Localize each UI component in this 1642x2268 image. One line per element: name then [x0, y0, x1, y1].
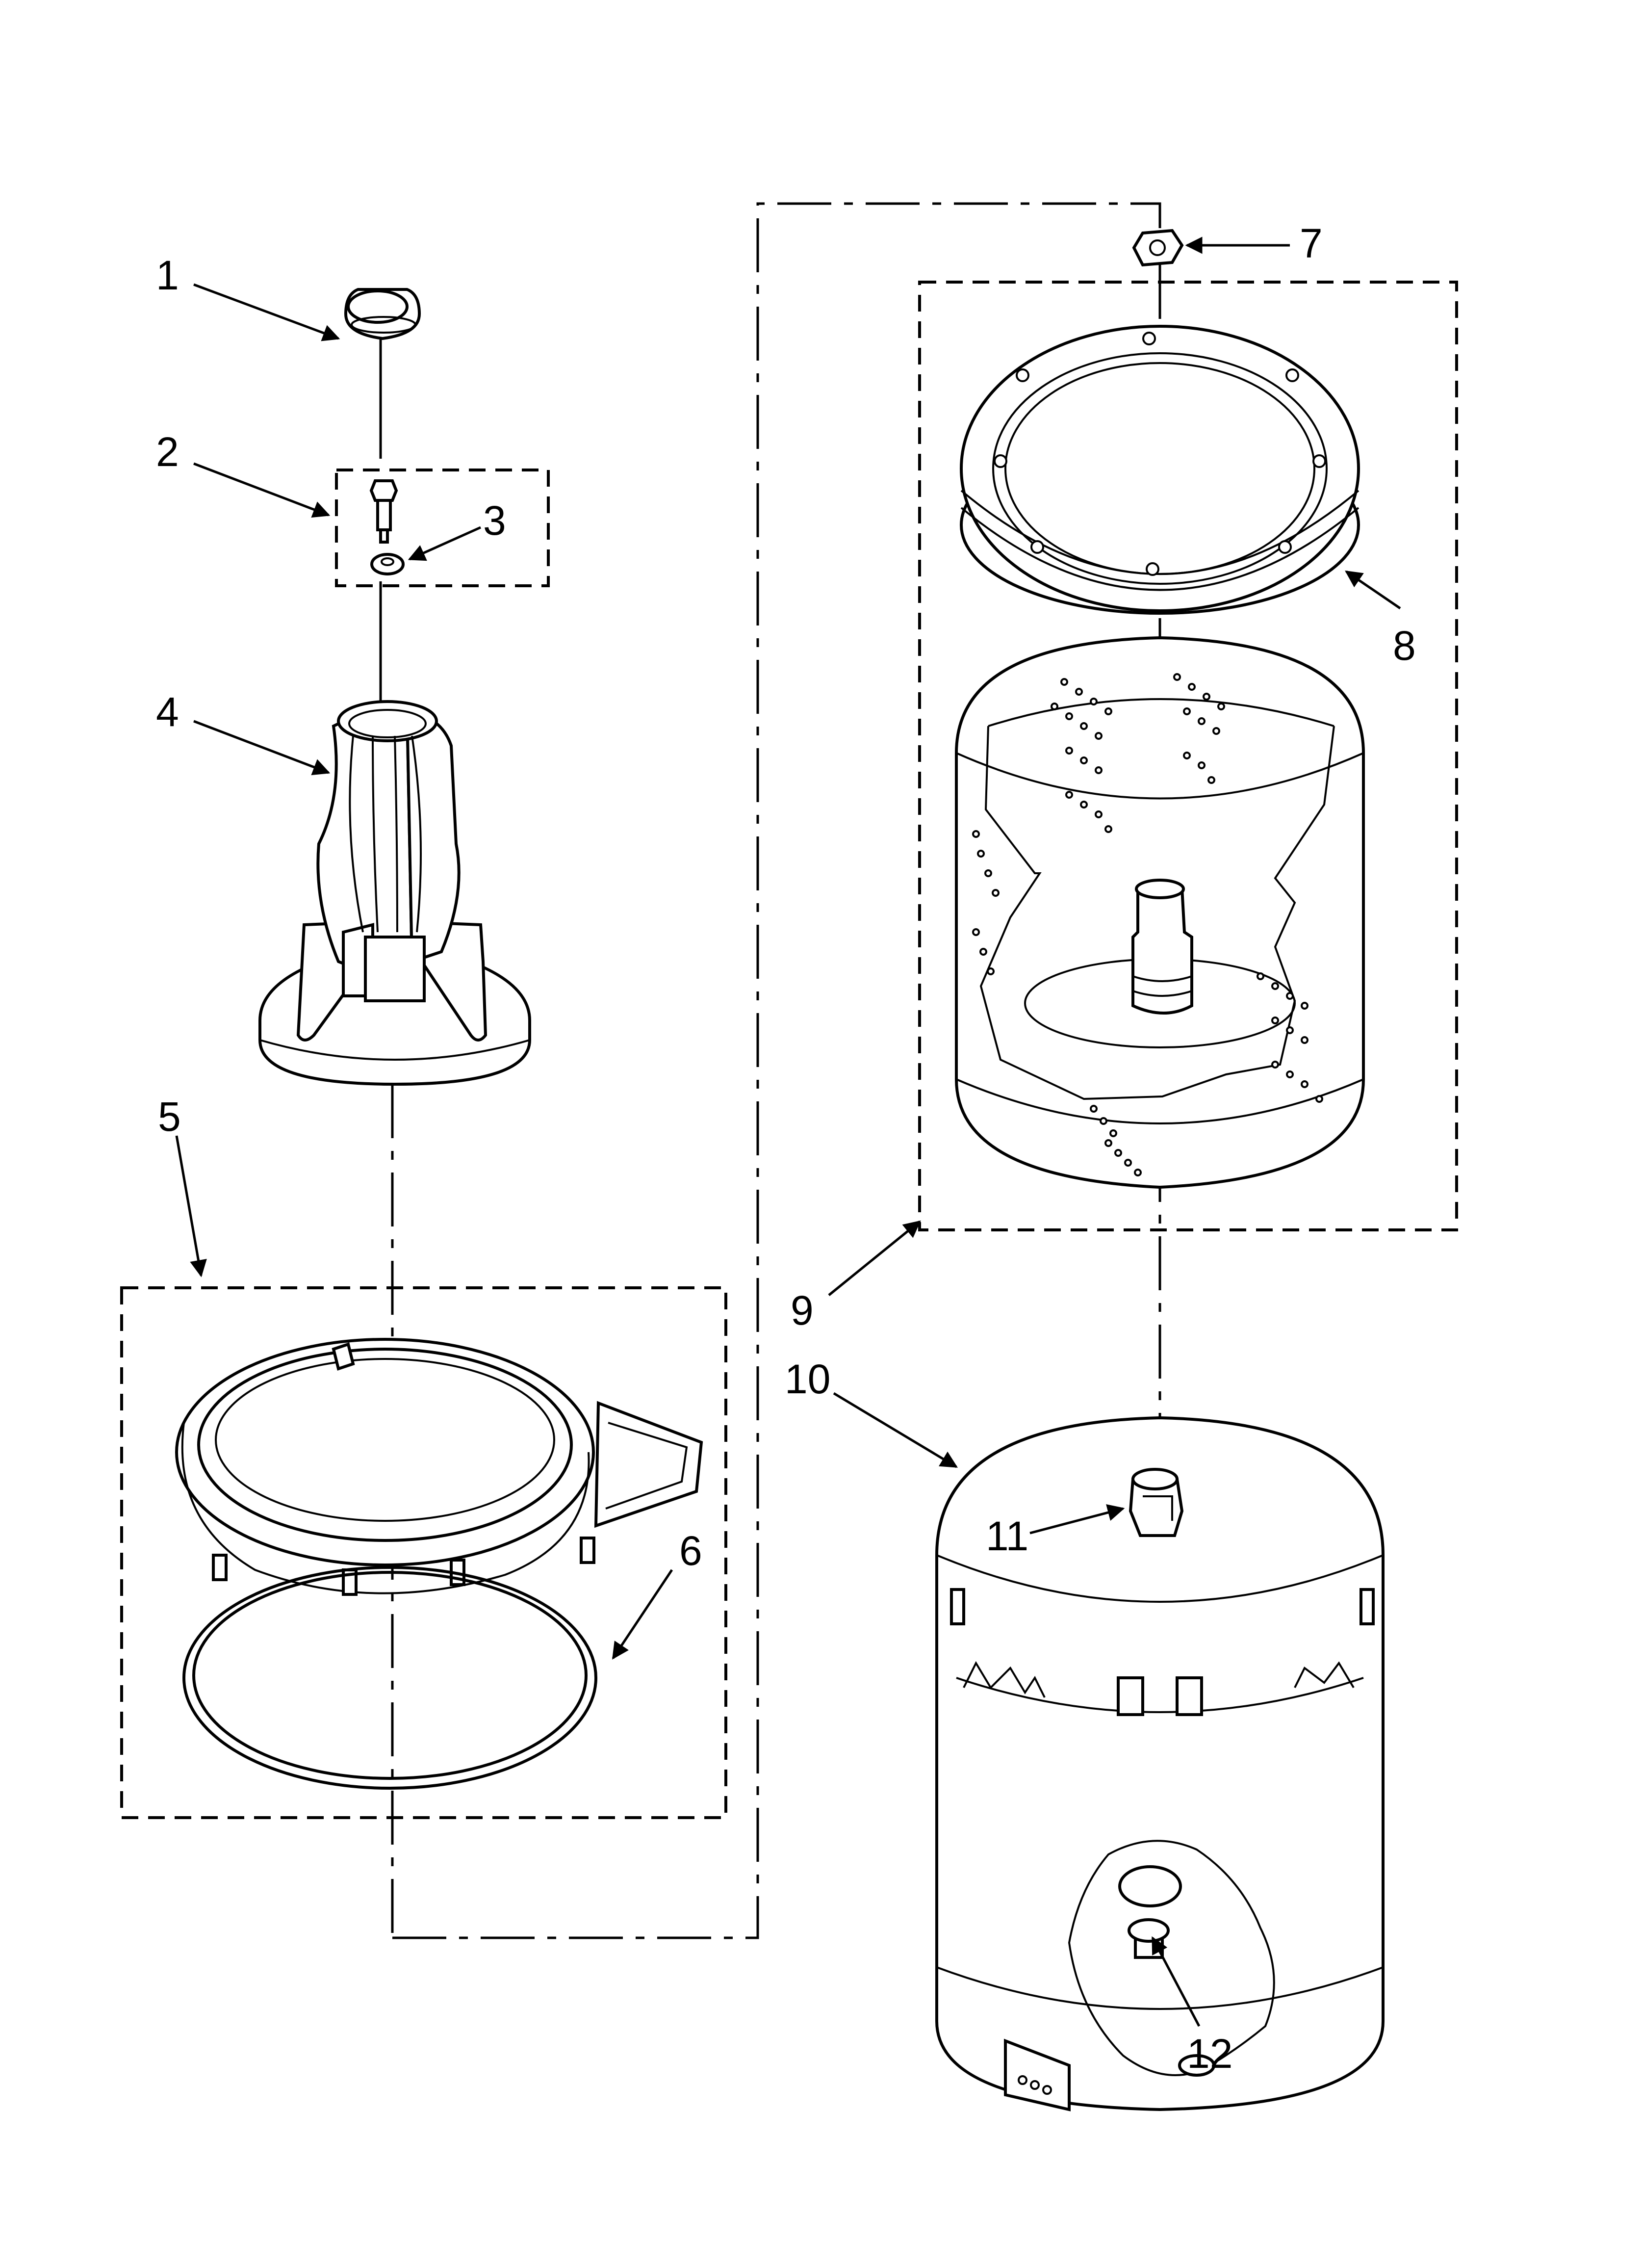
callout-12: 12: [1187, 2031, 1232, 2077]
washer: [370, 553, 405, 575]
agitator-cap: [344, 288, 421, 340]
bolt: [369, 479, 398, 544]
group-box-5: [120, 1286, 727, 1819]
agitator: [258, 700, 531, 1086]
balance-ring: [960, 325, 1360, 615]
spin-basket: [955, 636, 1365, 1189]
outer-tub: [935, 1416, 1385, 2112]
callout-10: 10: [785, 1356, 830, 1402]
callout-4: 4: [156, 689, 179, 735]
group-box-9: [918, 281, 1458, 1231]
tub-ring: [175, 1338, 703, 1596]
callout-6: 6: [679, 1528, 702, 1574]
callout-8: 8: [1393, 623, 1416, 669]
callout-7: 7: [1300, 220, 1323, 266]
callout-labels: 1 2 3 4 5 6 7 8 9 10 11 12: [156, 220, 1416, 2077]
group-box-2: [335, 469, 550, 587]
tub-fitting: [1129, 1468, 1184, 1537]
nut: [1132, 229, 1184, 267]
basket-holes: [972, 673, 1323, 1176]
callout-3: 3: [483, 497, 506, 544]
callout-1: 1: [156, 252, 179, 298]
tub-seal: [182, 1566, 597, 1790]
callout-9: 9: [791, 1287, 814, 1333]
callout-5: 5: [158, 1094, 181, 1140]
callout-11: 11: [986, 1513, 1028, 1559]
callout-leaders: [175, 236, 1401, 2027]
callout-2: 2: [156, 429, 179, 475]
